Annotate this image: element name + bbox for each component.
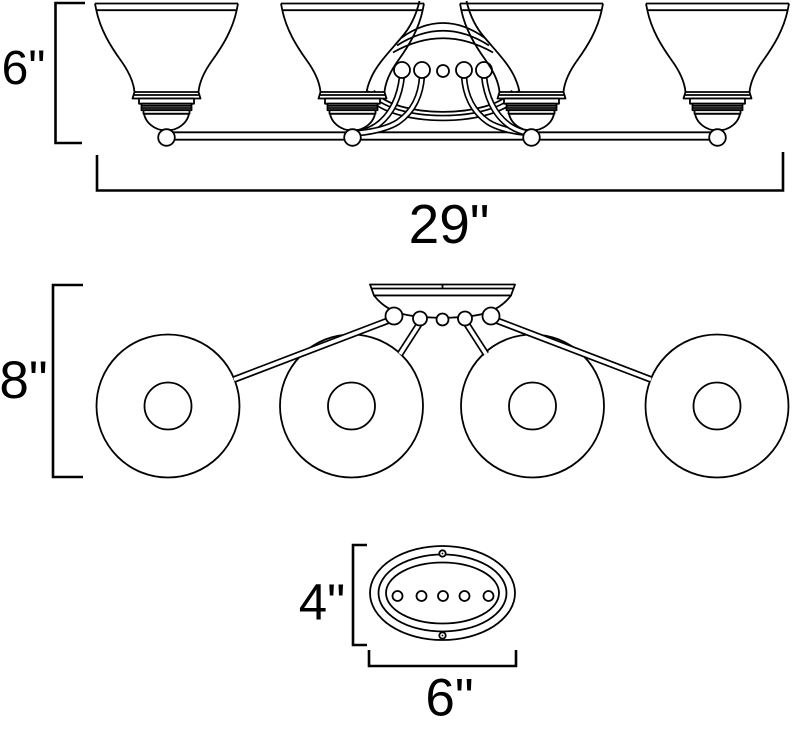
plan-knob xyxy=(412,310,428,327)
shade-hole-2 xyxy=(327,381,376,431)
canopy-center-knob xyxy=(436,64,450,78)
plan-arm-outer-right xyxy=(493,317,652,382)
plan-depth-dimension-label: 8" xyxy=(0,351,48,410)
front-elevation-view: 6" 29" xyxy=(2,0,790,255)
screw-dot xyxy=(441,634,444,637)
plan-knob xyxy=(457,310,473,327)
bell-shade-1 xyxy=(94,2,239,147)
front-width-dimension-bracket xyxy=(95,152,785,192)
shade-hole-4 xyxy=(692,381,742,431)
canopy-height-dimension-label: 4" xyxy=(299,574,345,631)
canopy-arm-inner-left xyxy=(357,74,424,135)
socket-hole xyxy=(391,590,404,602)
mounting-screw-top xyxy=(438,549,447,558)
canopy-dome-right-edge xyxy=(465,0,521,98)
canopy-band-line xyxy=(396,29,490,47)
canopy-knob xyxy=(393,61,411,79)
socket-hole xyxy=(458,590,471,602)
plan-arm-inner-right xyxy=(465,323,488,355)
screw-dot xyxy=(441,552,444,555)
shade-top-circles xyxy=(95,333,790,479)
canopy-width-dimension-label: 6" xyxy=(425,669,473,728)
canopy-front xyxy=(350,0,536,137)
socket-hole xyxy=(415,590,428,602)
bell-shade-4 xyxy=(645,2,790,147)
plan-arm-outer-left xyxy=(233,317,392,382)
canopy-width-dimension-bracket xyxy=(367,650,518,668)
top-plan-view: 8" xyxy=(0,283,790,479)
socket-hole xyxy=(437,590,449,602)
canopy-backplate-view: 4" 6" xyxy=(299,543,518,728)
plan-knob xyxy=(384,306,404,326)
front-width-dimension-label: 29" xyxy=(409,193,490,255)
shade-hole-3 xyxy=(508,381,557,431)
canopy-plan xyxy=(369,283,516,327)
mounting-screw-bottom xyxy=(438,631,447,640)
plan-knob xyxy=(481,306,501,326)
front-height-dimension-label: 6" xyxy=(2,42,46,95)
canopy-band-line xyxy=(392,37,494,54)
plan-arm-inner-left xyxy=(398,323,421,355)
canopy-dome-left-edge xyxy=(365,0,421,98)
canopy-band-line xyxy=(400,22,486,39)
canopy-knob xyxy=(413,61,431,79)
plan-arms xyxy=(232,316,653,383)
socket-hole xyxy=(482,590,495,602)
canopy-height-dimension-bracket xyxy=(351,543,367,647)
shade-hole-1 xyxy=(143,381,193,431)
front-height-dimension-bracket xyxy=(54,1,85,145)
fixture-crossbar xyxy=(165,131,719,141)
canopy-knob xyxy=(455,61,473,79)
plan-depth-dimension-bracket xyxy=(51,283,83,479)
plan-center-knob xyxy=(435,312,450,327)
